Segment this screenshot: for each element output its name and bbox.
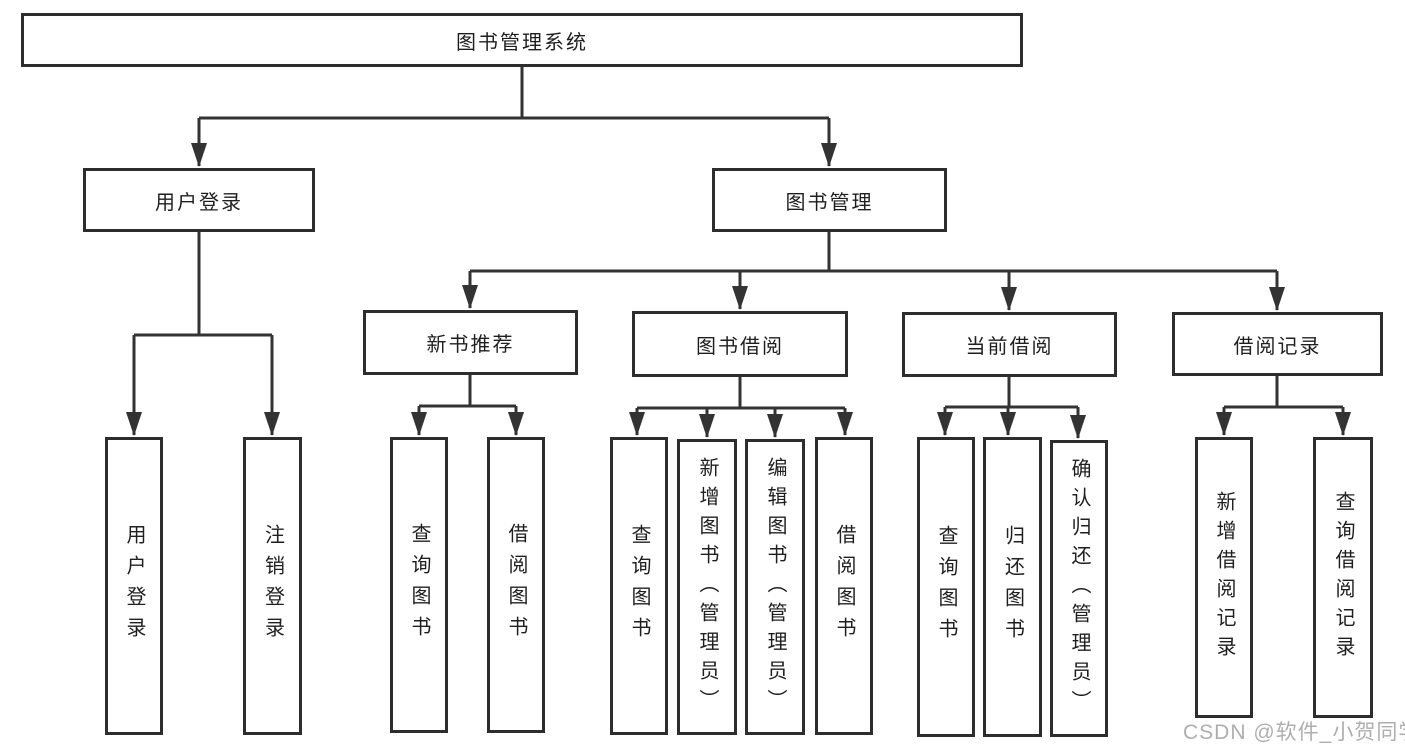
leaf-query-book-3: 查询图书 (917, 437, 975, 737)
leaf-add-borrow-record: 新增借阅记录 (1195, 437, 1253, 718)
node-book-management: 图书管理 (712, 168, 947, 232)
csdn-watermark: CSDN @软件_小贺同学 (1183, 721, 1405, 744)
node-user-login: 用户登录 (83, 168, 315, 232)
leaf-add-book-admin: 新增图书（管理员） (677, 439, 737, 735)
leaf-borrow-book-1: 借阅图书 (487, 437, 545, 733)
node-borrow-record: 借阅记录 (1172, 312, 1383, 376)
node-book-borrow: 图书借阅 (632, 311, 848, 377)
leaf-confirm-return-admin: 确认归还（管理员） (1050, 440, 1108, 737)
leaf-edit-book-admin: 编辑图书（管理员） (745, 439, 805, 735)
leaf-query-book-1: 查询图书 (390, 437, 448, 733)
node-root-system: 图书管理系统 (21, 13, 1023, 67)
leaf-return-book: 归还图书 (983, 437, 1042, 737)
leaf-borrow-book-2: 借阅图书 (815, 437, 873, 735)
leaf-logout: 注销登录 (243, 437, 302, 735)
leaf-user-login: 用户登录 (105, 437, 163, 735)
node-current-borrow: 当前借阅 (902, 312, 1117, 377)
leaf-query-borrow-record: 查询借阅记录 (1313, 437, 1373, 718)
leaf-query-book-2: 查询图书 (610, 437, 668, 735)
node-new-book-recommend: 新书推荐 (363, 310, 578, 375)
